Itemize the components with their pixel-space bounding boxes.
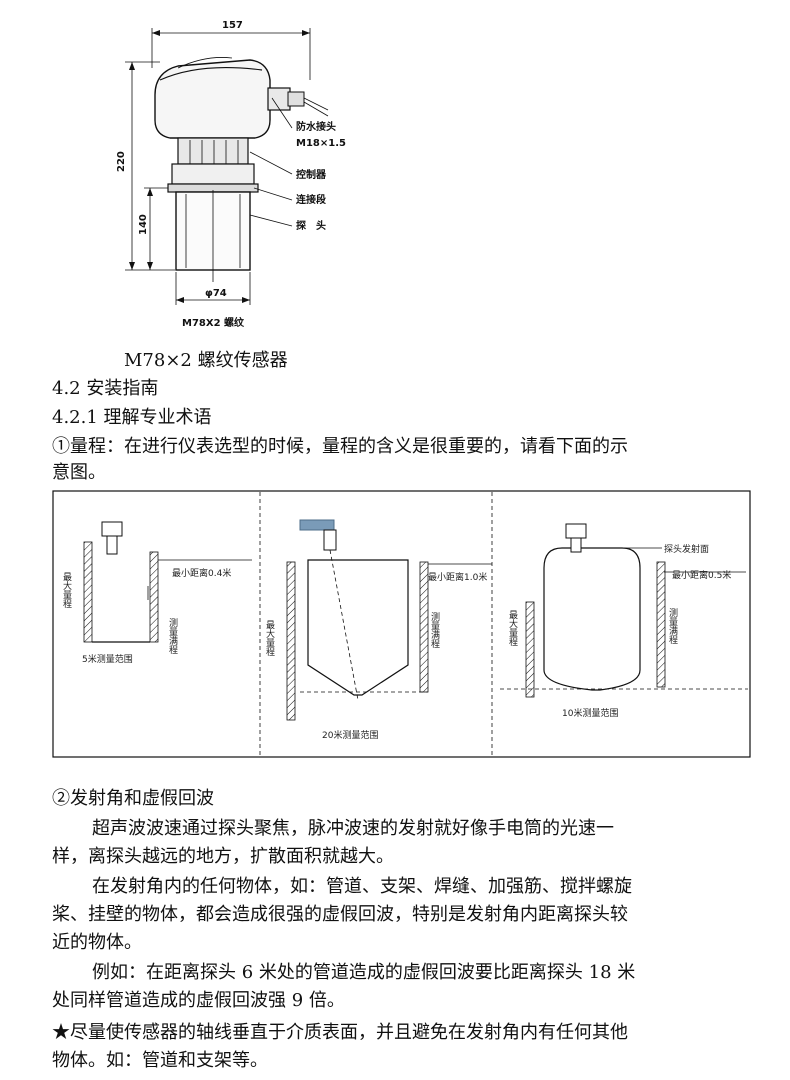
- svg-text:探头发射面: 探头发射面: [664, 543, 709, 555]
- callout-probe: 探 头: [296, 219, 326, 232]
- svg-text:测量满程: 测量满程: [167, 618, 178, 655]
- dim-diameter: φ74: [205, 288, 227, 299]
- range-diagram-10m: 探头发射面 最小距离0.5米 最大量程 测量满程 10米测量范围: [500, 523, 748, 719]
- svg-text:5米测量范围: 5米测量范围: [82, 653, 133, 665]
- range-diagram-5m: 最小距离0.4米 最大量程 测量满程 5米测量范围: [61, 521, 252, 665]
- dim-height-probe: 140: [138, 214, 149, 235]
- measuring-range-diagram: 最小距离0.4米 最大量程 测量满程 5米测量范围 最小距离1.0米 最大量程 …: [52, 490, 751, 758]
- svg-text:测量满程: 测量满程: [429, 612, 440, 649]
- svg-text:最小距离0.5米: 最小距离0.5米: [672, 569, 731, 581]
- svg-text:最小距离0.4米: 最小距离0.4米: [172, 567, 231, 579]
- range-paragraph-line1: ①量程：在进行仪表选型的时候，量程的含义是很重要的，请看下面的示: [52, 436, 628, 457]
- svg-text:20米测量范围: 20米测量范围: [322, 729, 378, 741]
- svg-text:测量满程: 测量满程: [667, 608, 678, 645]
- callout-waterproof-spec: M18×1.5: [296, 138, 346, 149]
- thread-label: M78X2 螺纹: [182, 316, 245, 329]
- range-paragraph-line2: 意图。: [52, 462, 106, 483]
- range-diagram-20m: 最小距离1.0米 最大量程 测量满程 20米测量范围: [264, 519, 492, 741]
- para2-line3: 近的物体。: [52, 932, 142, 953]
- figure-caption: M78×2 螺纹传感器: [124, 350, 288, 371]
- callout-controller: 控制器: [296, 168, 327, 181]
- dim-width-label: 157: [222, 20, 243, 31]
- svg-text:最大量程: 最大量程: [264, 620, 275, 657]
- para3-line1: 例如：在距离探头 6 米处的管道造成的虚假回波要比距离探头 18 米: [92, 962, 636, 983]
- svg-text:最小距离1.0米: 最小距离1.0米: [428, 571, 487, 583]
- callout-connector: 连接段: [296, 193, 326, 206]
- note-line2: 物体。如：管道和支架等。: [52, 1050, 268, 1071]
- svg-text:最大量程: 最大量程: [507, 610, 518, 647]
- para2-line1: 在发射角内的任何物体，如：管道、支架、焊缝、加强筋、搅拌螺旋: [92, 876, 632, 897]
- section-heading-4-2-1: 4.2.1 理解专业术语: [52, 407, 212, 428]
- callout-waterproof: 防水接头: [296, 120, 336, 133]
- dim-height-total: 220: [116, 151, 127, 172]
- para1-line2: 样，离探头越远的地方，扩散面积就越大。: [52, 846, 394, 867]
- section-heading-4-2: 4.2 安装指南: [52, 378, 159, 399]
- note-line1: ★尽量使传感器的轴线垂直于介质表面，并且避免在发射角内有任何其他: [52, 1022, 628, 1043]
- para3-line2: 处同样管道造成的虚假回波强 9 倍。: [52, 990, 345, 1011]
- para2-line2: 桨、挂壁的物体，都会造成很强的虚假回波，特别是发射角内距离探头较: [52, 904, 628, 925]
- section2-title: ②发射角和虚假回波: [52, 788, 214, 809]
- sensor-dimension-drawing: 157 220 140 φ74 M78X2 螺纹 防水接头 M18×1.5 控制…: [116, 20, 346, 329]
- svg-text:10米测量范围: 10米测量范围: [562, 707, 618, 719]
- para1-line1: 超声波波速通过探头聚焦，脉冲波速的发射就好像手电筒的光速一: [92, 818, 614, 839]
- svg-text:最大量程: 最大量程: [61, 572, 72, 609]
